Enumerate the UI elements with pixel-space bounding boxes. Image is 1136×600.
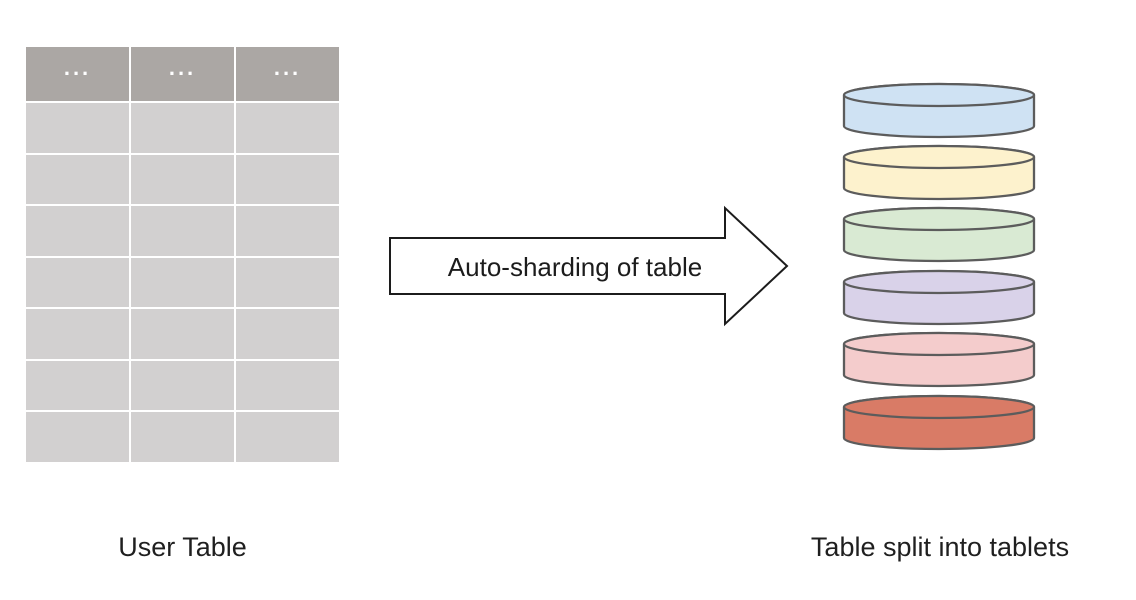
tablet-1-cylinder <box>842 82 1036 139</box>
table-body-cell <box>236 257 339 308</box>
table-body-cell <box>26 154 129 205</box>
tablet-6-top-rim <box>842 394 1036 420</box>
table-body-cell <box>26 206 129 256</box>
table-body-cell <box>26 360 129 411</box>
table-body-cell <box>236 206 339 256</box>
table-body-cell <box>236 103 339 153</box>
tablet-4-top-rim <box>842 269 1036 295</box>
table-body-cell <box>131 206 234 256</box>
auto-sharding-arrow <box>389 205 789 327</box>
arrow-label: Auto-sharding of table <box>447 252 703 282</box>
tablet-4-cylinder <box>842 269 1036 326</box>
table-header-cell-2: ... <box>131 47 234 101</box>
tablet-3-cylinder <box>842 206 1036 263</box>
tablet-5-top-rim <box>842 331 1036 357</box>
tablet-2-top-rim <box>842 144 1036 170</box>
tablet-1-top-rim <box>842 82 1036 108</box>
table-body-cell <box>131 154 234 205</box>
tablet-2-cylinder <box>842 144 1036 201</box>
table-body-cell <box>131 360 234 411</box>
table-header-cell-1: ... <box>26 47 129 101</box>
table-header-cell-3: ... <box>236 47 339 101</box>
user-table: ......... <box>26 47 339 462</box>
table-body-cell <box>236 309 339 359</box>
tablet-6-cylinder <box>842 394 1036 451</box>
table-body-cell <box>26 257 129 308</box>
user-table-caption: User Table <box>118 532 247 562</box>
table-body-cell <box>131 257 234 308</box>
table-body-cell <box>26 103 129 153</box>
table-body-cell <box>131 103 234 153</box>
arrow-shape <box>389 205 789 327</box>
table-body-cell <box>26 412 129 462</box>
table-body-cell <box>131 412 234 462</box>
table-body-cell <box>236 412 339 462</box>
tablet-5-cylinder <box>842 331 1036 388</box>
tablets-caption: Table split into tablets <box>810 532 1070 562</box>
table-body-cell <box>26 309 129 359</box>
table-body-cell <box>131 309 234 359</box>
tablet-3-top-rim <box>842 206 1036 232</box>
table-body-cell <box>236 154 339 205</box>
table-body-cell <box>236 360 339 411</box>
